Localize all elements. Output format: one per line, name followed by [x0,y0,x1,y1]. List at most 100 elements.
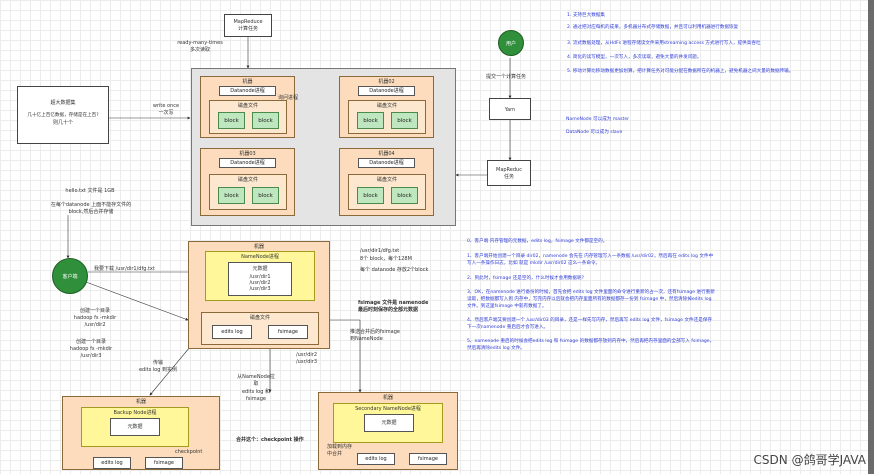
block: block [218,187,245,204]
fsimage-file: fsimage [145,457,183,469]
merge-note: 到NameNode [350,336,383,342]
metadata-path: /usr/dir1 [249,274,271,280]
mapreduce-task-box: MapReduce 计算任务 [224,14,272,37]
create-dir2-path: /usr/dir2 [84,322,106,328]
disk-file-label: 磁盘文件 [249,315,270,321]
edits-log-file: edits log [212,325,252,339]
metadata-label: 元数据 [381,420,397,426]
namenode-disk-area: 磁盘文件 edits log fsimage [201,312,319,345]
disk-file-area: 磁盘文件 block block [348,100,426,134]
note-line: 0、客户端 内存管理的元数据，edits log，fsimage 文件都是空的。 [467,239,608,244]
machine-label: 机器04 [378,151,395,157]
ready-many-times-label: ready-many-times [177,40,223,46]
big-dataset-box: 超大数据集 几十亿上百亿数据，存储是在上百? 则几十个 [17,86,109,144]
fsimage-file: fsimage [268,325,308,339]
machine-01: 机器 Datanode进程 磁盘文件 block block [200,76,295,138]
note-line: 3. 流式数据处理，从HdFs 进程存储读文件采用streaming acces… [567,41,761,46]
note-line: 读取，把数据都写入到 内存中，写完内存以后就会把内存里面所有的数据都存一份到 f… [467,297,712,302]
note-line: 2. 通过把对应每机的成果，多机器分布式存储数据，并且可以利用机器进行数据恢复 [567,25,739,30]
create-dir3-note: 创建一个目录 [75,339,106,345]
note-line: 5、namenode 重启的时候会把edits log 和 fsimage 的数… [467,339,715,344]
yarn-label: Yarn [504,107,516,113]
big-dataset-desc2: 则几十个 [52,120,73,126]
write-once-cn: 一次写 [158,110,174,116]
big-dataset-title: 超大数据集 [50,100,76,106]
disk-file-label: 磁盘文件 [237,103,258,109]
hello-txt-desc: 在每个datanode 上面不能存文件的 [50,202,132,208]
checkpoint-note: 合并这个：checkpoint 操作 [236,437,304,443]
ready-many-times-cn: 多次读取 [189,47,210,53]
metadata-memory: 元数据 /usr/dir1 /usr/dir2 /usr/dir3 [228,262,292,296]
disk-file-label: 磁盘文件 [237,177,258,183]
metadata-label: 元数据 [127,424,143,430]
disk-file-label: 磁盘文件 [376,103,397,109]
note-line: 5. 移动计算比移动数据更加划算，把计算任务对可能分配在数据所在的机器上，避免机… [567,69,794,74]
pull-edits-note: edits log 和 [241,389,270,395]
note-line: 文件。到这里fsimage 中就有数据了。 [467,304,547,309]
big-dataset-desc: 几十亿上百亿数据，存储是在上百? [27,113,99,118]
note-line: 写入一条操作日志，比如 就是 mkdir /usr/dir02 这么一条命令。 [467,261,601,266]
load-memory-note: 中合并 [327,451,343,457]
machine-label: 机器 [382,395,393,401]
namenode-machine: 机器 NameNode进程 元数据 /usr/dir1 /usr/dir2 /u… [188,241,330,349]
edits-log-file: edits log [357,453,395,465]
edits-log-file: edits log [93,457,131,469]
user-node: 用户 [498,30,524,56]
metadata-memory: 元数据 [364,414,414,432]
dir-info: /usr/dir1/dfg.txt [360,248,400,254]
machine-02: 机器02 Datanode进程 磁盘文件 block block [339,76,434,138]
disk-file-area: 磁盘文件 block block [209,100,287,134]
write-once-label: write once [152,103,180,109]
yarn-box: Yarn [489,98,531,120]
note-line: 4、然后客户端又要创建一个 /usr/dir03 的目录，还是一样先写内存，然后… [467,318,713,323]
hello-txt-desc2: block,然后合并存储 [68,209,114,215]
secondary-namenode-label: Secondary NameNode进程 [355,406,421,412]
mapreduce-sublabel: 计算任务 [237,26,258,32]
note-line: 下一次namenode 重启后才会写进入。 [467,325,549,330]
datanode-process: Datanode进程 [358,158,415,168]
namenode-role-note: NameNode 可以成为 master [566,117,630,122]
pull-edits-note: 取 [253,381,259,387]
disk-file-area: 磁盘文件 block block [348,174,426,210]
note-line: 1. 支持巨大数据集 [567,13,606,18]
namenode-process: NameNode进程 元数据 /usr/dir1 /usr/dir2 /usr/… [205,251,315,301]
metadata-path: /usr/dir2 [249,280,271,286]
dir-info: 每个 datanode 存放2个block [360,267,429,273]
datanode-process: Datanode进程 [219,86,276,96]
block: block [252,112,279,129]
namenode-process-label: NameNode进程 [241,254,279,260]
note-line: 然后再清除edits log 文件。 [467,346,525,351]
note-line: 3、OK，在namenode 进行备份的时候，首先会把 edits log 文件… [467,290,715,295]
create-dir2-note: 创建一个目录 [79,308,110,314]
note-line: 4. 简化的读写模型，一次写入，多次读取，避免大量的并发问题。 [567,55,702,60]
block: block [357,112,384,129]
secondary-namenode-machine: 机器 Secondary NameNode进程 元数据 加载到内存 中合并 ed… [318,392,458,470]
usr-dir-note: /usr/dir2 [296,352,317,358]
ask-process-label: 询问进程 [278,95,299,101]
disk-file-label: 磁盘文件 [376,177,397,183]
create-dir3-path: /usr/dir3 [80,353,102,359]
block: block [391,187,418,204]
machine-04: 机器04 Datanode进程 磁盘文件 block block [339,148,434,216]
machine-label: 机器 [242,79,253,85]
datanode-process: Datanode进程 [358,86,415,96]
block: block [218,112,245,129]
machine-label: 机器 [253,244,264,250]
usr-dir-note: /usr/dir3 [296,359,317,365]
vertical-scrollbar[interactable] [868,0,874,474]
backup-node-label: Backup Node进程 [113,410,157,416]
sync-edits-note: edits log 到实例 [138,367,177,373]
submit-task-label: 提交一个计算任务 [486,74,527,80]
download-request: 我要下载 /usr/dir1/dfg.txt [94,266,155,272]
machine-03: 机器03 Datanode进程 磁盘文件 block block [200,148,295,216]
mapreduce-right-label: MapReduc [496,167,522,173]
secondary-namenode-process: Secondary NameNode进程 元数据 [333,403,443,443]
create-dir2-cmd: hadoop fs -mkdir [73,315,117,321]
load-memory-note: 加载到内存 [327,444,353,450]
hello-txt-size: hello.txt 文件是 1GB [65,188,115,194]
fsimage-note: 最后时刻保存的全部元数据 [358,307,419,313]
pull-edits-note: 从NameNode拉 [237,374,275,380]
datanode-role-note: DataNode 可以成为 slave [566,130,623,135]
disk-file-area: 磁盘文件 block block [209,174,287,210]
backup-node-machine: 机器 Backup Node进程 元数据 checkpoint edits lo… [62,396,220,470]
